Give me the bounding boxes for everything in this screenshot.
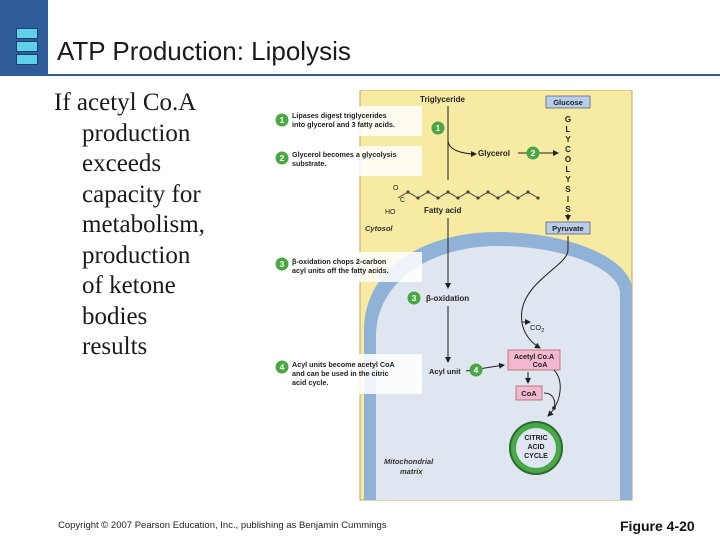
step-box	[274, 354, 422, 394]
cac-label: ACID	[527, 444, 544, 451]
copyright-footer: Copyright © 2007 Pearson Education, Inc.…	[58, 520, 387, 531]
glycolysis-letter: L	[566, 165, 571, 174]
matrix-label: matrix	[400, 467, 423, 476]
glucose-box	[545, 95, 591, 109]
acyl-unit-label: Acyl unit	[429, 367, 461, 376]
fatty-acid-atoms	[406, 190, 540, 200]
co2-subscript: 2	[541, 328, 544, 334]
slide-header: ATP Production: Lipolysis	[0, 0, 720, 76]
step-badge	[275, 257, 289, 271]
glycolysis-letter: S	[565, 185, 571, 194]
body-line: of ketone	[82, 272, 176, 299]
lipolysis-diagram: 1 Lipases digest triglycerides into glyc…	[272, 89, 634, 502]
glycolysis-letter: O	[565, 155, 571, 164]
beta-oxidation-label: β-oxidation	[426, 294, 469, 303]
glycolysis-letter: S	[565, 205, 571, 214]
glycolysis-letter: C	[565, 145, 571, 154]
step-number: 1	[280, 115, 285, 125]
step-number: 1	[436, 123, 441, 133]
fatty-acid-label: Fatty acid	[424, 206, 461, 215]
step-badge	[469, 363, 483, 377]
logo-bar	[0, 0, 48, 76]
step-box	[274, 106, 422, 136]
body-line: production	[82, 241, 191, 269]
lipolysis-diagram-svg: 1 Lipases digest triglycerides into glyc…	[274, 89, 633, 501]
glycolysis-letters: G L Y C O L Y S I S	[565, 115, 571, 214]
step-number: 3	[280, 259, 285, 269]
glucose-label: Glucose	[553, 98, 583, 107]
step-text: acyl units off the fatty acids.	[292, 266, 389, 275]
dot	[552, 406, 556, 410]
step-text: β-oxidation chops 2-carbon	[292, 257, 386, 266]
triglyceride-label: Triglyceride	[420, 95, 465, 104]
cac-label: CITRIC	[524, 435, 547, 442]
glycolysis-letter: L	[566, 125, 571, 134]
arrow	[521, 236, 569, 349]
coa-box	[515, 385, 543, 401]
step-number: 2	[280, 153, 285, 163]
body-line: capacity for	[82, 180, 201, 208]
acetyl-coa-label: CoA	[533, 360, 548, 369]
step-badge	[526, 146, 540, 160]
acetyl-coa-box	[507, 349, 561, 371]
step-text: and can be used in the citric	[292, 369, 389, 378]
body-line: bodies	[82, 302, 148, 330]
body-line: If acetyl Co.A	[54, 89, 197, 116]
cytosol-label: Cytosol	[365, 224, 393, 233]
step-number: 3	[412, 293, 417, 303]
logo-stripe-icon	[16, 54, 38, 65]
co2-text: CO	[530, 323, 541, 332]
body-line: exceeds	[82, 150, 162, 177]
step-badge	[407, 291, 421, 305]
glycerol-label: Glycerol	[478, 149, 510, 158]
logo-stripe-icon	[16, 41, 38, 52]
step-box	[274, 146, 422, 176]
body-line: production	[82, 119, 191, 147]
pyruvate-box	[545, 221, 591, 235]
beta-oxidation-box	[423, 292, 481, 304]
carbon-label: C	[400, 197, 405, 204]
title-rule	[48, 74, 720, 76]
cac-label: CYCLE	[524, 453, 548, 460]
step-badge	[431, 121, 445, 135]
citric-acid-cycle-center	[516, 428, 556, 468]
step-badge	[275, 151, 289, 165]
step-text: Acyl units become acetyl CoA	[292, 360, 395, 369]
body-line: metabolism,	[82, 211, 205, 238]
arrow	[547, 369, 561, 417]
figure-label: Figure 4-20	[620, 518, 695, 534]
slide-title: ATP Production: Lipolysis	[57, 36, 351, 66]
body-line: results	[82, 333, 148, 360]
glycolysis-letter: Y	[565, 175, 571, 184]
step-text: acid cycle.	[292, 378, 328, 387]
glycolysis-letter: I	[567, 195, 569, 204]
glycolysis-letter: G	[565, 115, 571, 124]
acetyl-coa-label: Acetyl Co.A	[514, 352, 554, 361]
hydroxyl-label: HO	[385, 209, 396, 216]
step-number: 2	[531, 148, 536, 158]
step-text: substrate.	[292, 159, 326, 168]
oxygen-label: O	[393, 185, 399, 192]
arrow	[447, 139, 477, 157]
step-text: into glycerol and 3 fatty acids.	[292, 120, 395, 129]
coa-label: CoA	[521, 389, 537, 398]
step-number: 4	[474, 365, 479, 375]
pyruvate-label: Pyruvate	[552, 224, 584, 233]
step-text: Lipases digest triglycerides	[292, 111, 387, 120]
step-badge	[275, 360, 289, 374]
co2-label: CO2	[530, 323, 544, 334]
step-badge	[275, 113, 289, 127]
step-box	[274, 252, 422, 282]
step-text: Glycerol becomes a glycolysis	[292, 150, 397, 159]
matrix-label: Mitochondrial	[384, 457, 434, 466]
step-number: 4	[280, 362, 285, 372]
body-text: If acetyl Co.A production exceeds capaci…	[54, 88, 264, 363]
glycolysis-letter: Y	[565, 135, 571, 144]
logo-stripe-icon	[16, 28, 38, 39]
